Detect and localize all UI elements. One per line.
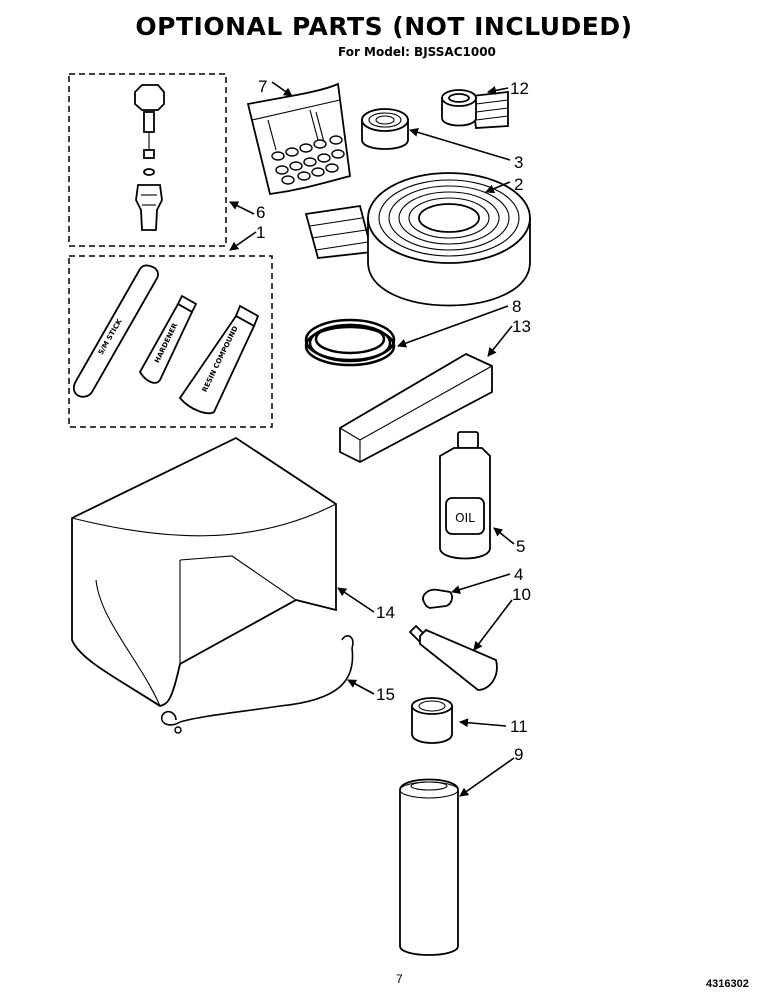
cap-11	[411, 697, 453, 744]
foam-block-13	[339, 352, 493, 464]
hardener-tube: HARDENER	[138, 294, 198, 384]
callout-9: 9	[514, 745, 523, 764]
capsule-4	[422, 588, 453, 609]
callout-15: 15	[376, 685, 395, 704]
foam-coil-3	[361, 108, 409, 150]
stick-part: S/M STICK	[72, 264, 159, 398]
callout-1: 1	[256, 223, 265, 242]
callout-11: 11	[510, 717, 528, 736]
callout-12: 12	[510, 79, 529, 98]
tape-roll-12	[441, 89, 509, 129]
page-number: 7	[396, 972, 403, 986]
spray-can-9	[399, 778, 459, 956]
seal-coil-2	[304, 172, 531, 307]
kit-box-1	[68, 255, 273, 428]
callout-4: 4	[514, 565, 523, 584]
kit-box-6	[68, 73, 227, 247]
callout-5: 5	[516, 537, 525, 556]
callout-6: 6	[256, 203, 265, 222]
clip-bag-7	[246, 82, 351, 195]
oil-bottle-5: OIL	[439, 431, 491, 560]
drain-tube-8	[304, 318, 396, 367]
callout-3: 3	[514, 153, 523, 172]
callout-13: 13	[512, 317, 531, 336]
oil-label: OIL	[455, 511, 475, 525]
leader-lines	[229, 81, 515, 797]
cover-14	[71, 436, 337, 707]
page-title: OPTIONAL PARTS (NOT INCLUDED)	[135, 12, 633, 41]
callout-14: 14	[376, 603, 395, 622]
callout-8: 8	[512, 297, 521, 316]
callout-7: 7	[258, 77, 267, 96]
callout-2: 2	[514, 175, 523, 194]
cord-15	[160, 635, 354, 734]
resin-tube: RESIN COMPOUND	[178, 304, 260, 415]
callout-10: 10	[512, 585, 531, 604]
valve-core-assembly	[134, 84, 165, 231]
document-number: 4316302	[706, 978, 749, 990]
model-subtitle: For Model: BJSSAC1000	[338, 45, 496, 59]
tube-10	[408, 624, 498, 691]
